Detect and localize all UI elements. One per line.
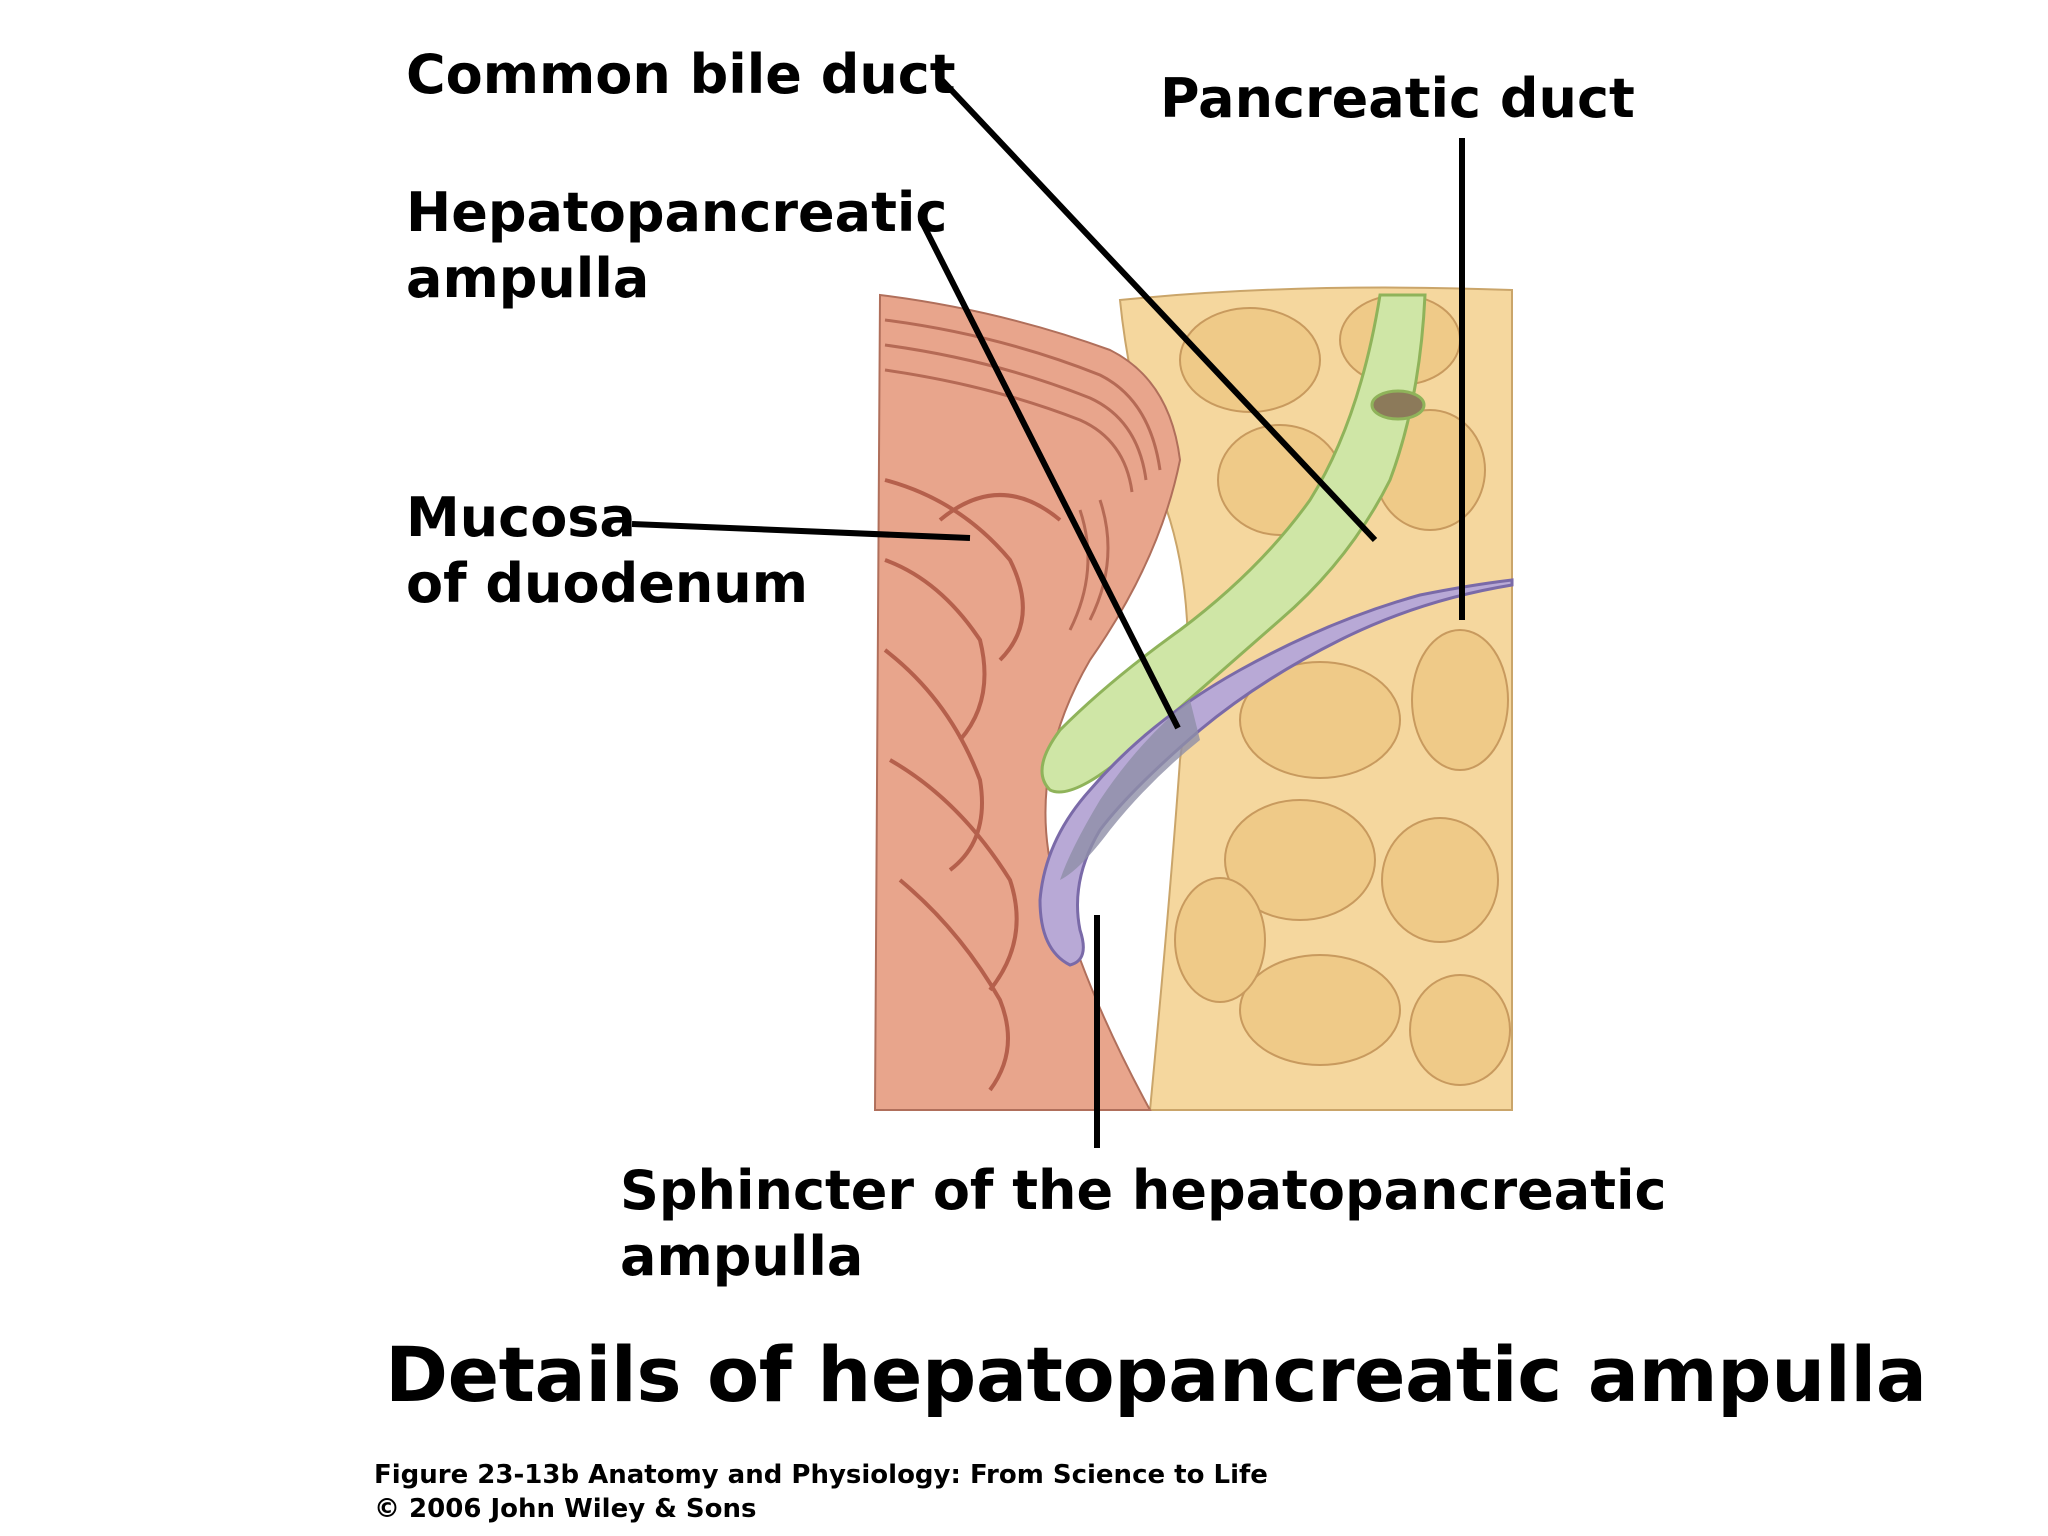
common-bile-duct-shape	[1040, 293, 1427, 794]
label-common-bile-duct: Common bile duct	[406, 42, 956, 108]
leader-common-bile-duct	[937, 75, 1378, 543]
label-hepatopancreatic-ampulla: Hepatopancreatic ampulla	[406, 180, 947, 312]
credit-line1: Figure 23-13b Anatomy and Physiology: Fr…	[374, 1460, 1268, 1490]
label-pancreatic-duct-text: Pancreatic duct	[1160, 67, 1635, 130]
credit-line2: © 2006 John Wiley & Sons	[374, 1494, 757, 1524]
leader-hepatopancreatic-ampulla	[919, 220, 1181, 730]
figure-title: Details of hepatopancreatic ampulla	[385, 1330, 1927, 1419]
label-common-bile-duct-text: Common bile duct	[406, 43, 956, 106]
bile-duct-opening	[1370, 389, 1426, 421]
label-sphincter: Sphincter of the hepatopancreatic ampull…	[620, 1158, 1667, 1290]
muscle-layer	[884, 318, 1162, 631]
label-sphincter-line2: ampulla	[620, 1225, 864, 1288]
figure-credit: Figure 23-13b Anatomy and Physiology: Fr…	[374, 1458, 1268, 1526]
ampulla-lumen	[1060, 700, 1200, 880]
label-mucosa-line1: Mucosa	[406, 486, 636, 549]
leader-lines	[631, 75, 1465, 1148]
label-mucosa-of-duodenum: Mucosa of duodenum	[406, 485, 808, 617]
label-hepatopancreatic-ampulla-line1: Hepatopancreatic	[406, 181, 948, 244]
label-sphincter-line1: Sphincter of the hepatopancreatic	[620, 1159, 1667, 1222]
label-mucosa-line2: of duodenum	[406, 552, 809, 615]
mucosa-folds	[883, 478, 1062, 1092]
label-pancreatic-duct: Pancreatic duct	[1160, 66, 1635, 132]
label-hepatopancreatic-ampulla-line2: ampulla	[406, 247, 650, 310]
leader-mucosa	[631, 521, 971, 541]
